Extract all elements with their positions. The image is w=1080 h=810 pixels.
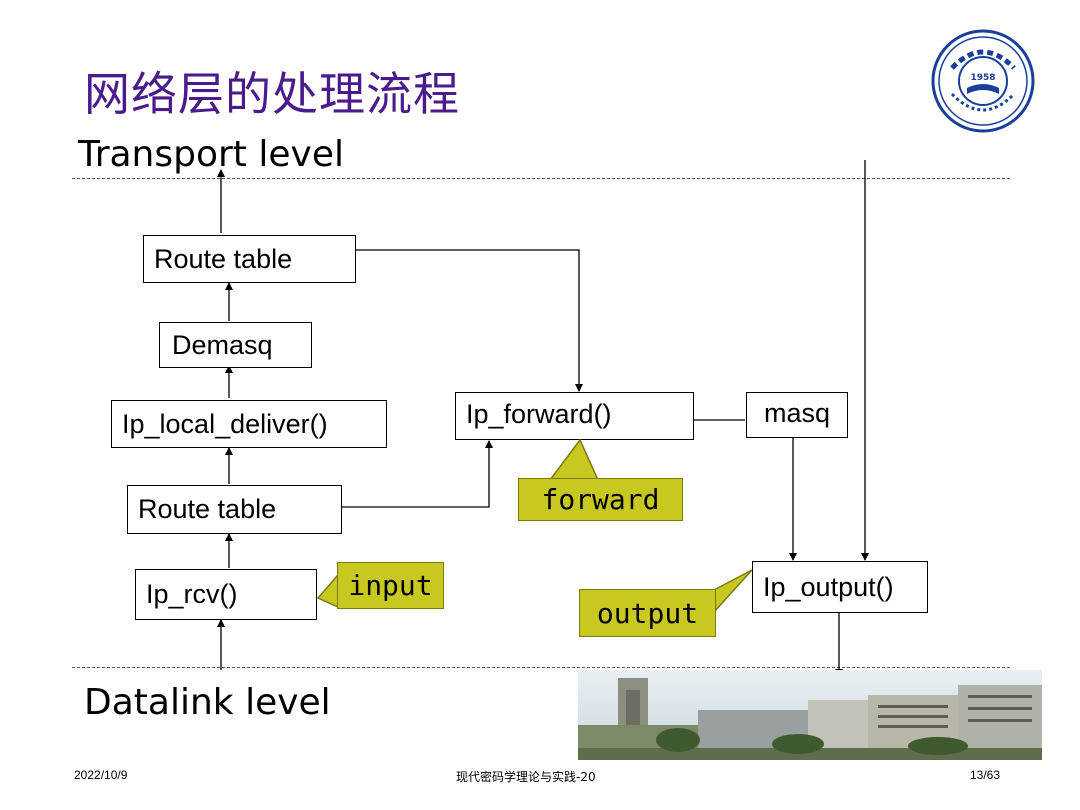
masq-box: masq [746,392,848,438]
university-logo: 1958 [931,29,1035,133]
input-callout: input [337,562,444,609]
input-callout-pointer [316,572,339,609]
footer-date: 2022/10/9 [74,768,128,782]
page-title: 网络层的处理流程 [84,67,460,121]
datalink-level-divider [72,667,1010,668]
footer-page-number: 13/63 [970,768,1001,782]
datalink-level-label: Datalink level [84,682,331,723]
ip-forward-box: Ip_forward() [455,392,694,440]
transport-level-label: Transport level [78,134,344,175]
route-table-top-box: Route table [143,235,356,283]
ip-local-deliver-box: Ip_local_deliver() [111,400,387,448]
campus-photo [578,670,1042,760]
logo-year: 1958 [970,73,995,83]
forward-callout-pointer [548,438,600,481]
output-callout: output [579,589,716,637]
transport-level-divider [72,178,1010,179]
route-table-mid-box: Route table [127,485,342,534]
footer-course: 现代密码学理论与实践-20 [456,770,596,784]
arrow-route-table-to-forward [355,249,583,392]
demasq-box: Demasq [159,322,312,368]
forward-callout: forward [518,478,683,521]
ip-rcv-box: Ip_rcv() [135,569,317,620]
arrow-route-table-to-forward-2 [341,440,493,508]
output-callout-pointer [713,569,753,614]
ip-output-box: Ip_output() [752,561,928,613]
